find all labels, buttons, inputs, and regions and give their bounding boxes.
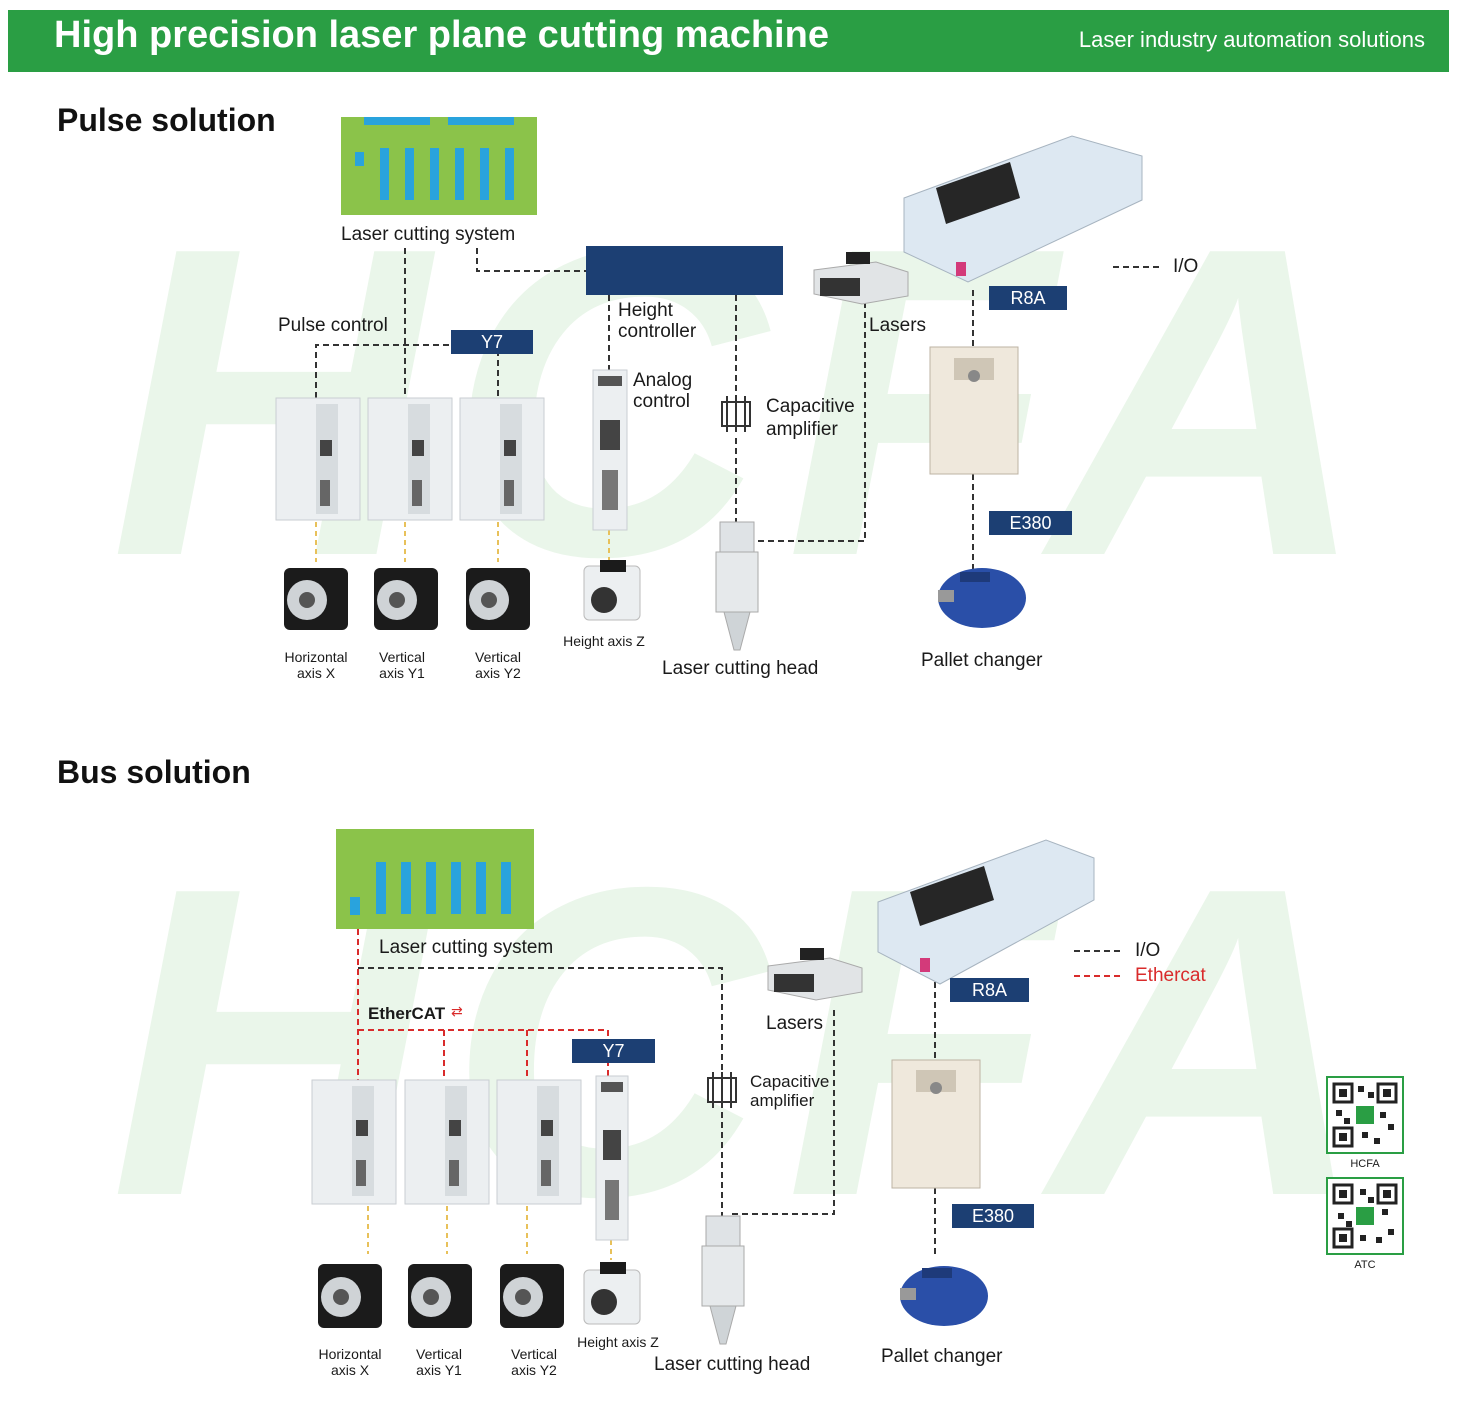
bus-motor-y2 [500,1264,564,1328]
pulse-motor-y1 [374,568,438,630]
page-subtitle: Laser industry automation solutions [1078,27,1425,52]
bus-plc-r8a [877,839,1095,985]
pulse-axis-z-label: Height axis Z [563,633,645,649]
qr-atc-label: ATC [1354,1259,1376,1271]
pulse-control-label: Pulse control [278,315,388,336]
ethercat-arrows-icon: ⇄ [451,1003,463,1019]
pulse-pallet-label: Pallet changer [921,650,1043,671]
pulse-e380-tag: E380 [989,511,1072,535]
ethercat-logo: EtherCAT [368,1004,446,1023]
pulse-laser-cutting-head [715,521,759,651]
bus-motor-z [583,1262,641,1325]
pulse-analog-control-label-2: control [633,391,691,412]
pulse-plc-r8a [903,135,1143,283]
bus-motor-y1 [408,1264,472,1328]
pulse-io-wires [315,248,1163,570]
pulse-lasers-label: Lasers [869,315,927,336]
pulse-inverter [929,346,1019,475]
bus-encoder-wires [367,1206,612,1260]
bus-servo-drive-x [311,1079,397,1205]
pulse-servo-drive-y2 [459,397,545,521]
pulse-height-drive [592,369,628,531]
bus-capacitive-label-1: Capacitive [750,1072,830,1091]
bus-r8a-tag: R8A [950,978,1029,1002]
pulse-y7-tag: Y7 [451,330,533,354]
bus-servo-drive-y2 [496,1079,582,1205]
pulse-servo-drive-x [275,397,361,521]
bus-laser-system-panel [336,829,534,929]
header-banner [8,10,1449,72]
pulse-height-controller-label-1: Height [618,300,673,321]
qr-code-atc [1326,1177,1404,1255]
bus-io-wires [358,950,1124,1256]
pulse-capacitive-amplifier [721,396,751,432]
pulse-encoder-wires [315,522,610,562]
pulse-r8a-tag: R8A [989,286,1067,310]
bus-e380-tag: E380 [952,1204,1034,1228]
pulse-io-legend: I/O [1173,256,1199,277]
page-title: High precision laser plane cutting machi… [54,14,829,56]
bus-section-title: Bus solution [57,754,251,790]
bus-capacitive-label-2: amplifier [750,1091,815,1110]
pulse-cutting-head-label: Laser cutting head [662,658,819,679]
bus-lasers-unit [767,948,863,1001]
bus-capacitive-amplifier [707,1072,737,1108]
pulse-capacitive-label-2: amplifier [766,419,838,440]
qr-hcfa-label: HCFA [1350,1158,1380,1170]
bus-servo-drive-y1 [404,1079,490,1205]
bus-cutting-head-label: Laser cutting head [654,1354,811,1375]
bus-io-legend: I/O [1135,940,1161,961]
pulse-section-title: Pulse solution [57,102,276,138]
watermark-bus: HCFA [110,797,1388,1288]
bus-laser-system-label: Laser cutting system [379,937,554,958]
bus-inverter [891,1059,981,1189]
pulse-laser-system-label: Laser cutting system [341,224,516,245]
bus-ethercat-legend: Ethercat [1135,965,1206,986]
qr-code-hcfa [1326,1076,1404,1154]
bus-axis-z-label: Height axis Z [577,1334,659,1350]
bus-height-drive [595,1075,629,1241]
bus-pallet-label: Pallet changer [881,1346,1003,1367]
bus-motor-x [318,1264,382,1328]
pulse-motor-y2 [466,568,530,630]
pulse-height-controller-box [586,246,783,295]
pulse-motor-z [583,560,641,621]
pulse-servo-drive-y1 [367,397,453,521]
bus-laser-cutting-head [701,1215,745,1345]
pulse-motor-x [284,568,348,630]
pulse-capacitive-label-1: Capacitive [766,396,855,417]
pulse-analog-control-label-1: Analog [633,370,693,391]
bus-y7-tag: Y7 [572,1039,655,1063]
pulse-lasers-unit [813,252,909,305]
pulse-pallet-motor [938,568,1026,628]
pulse-height-controller-label-2: controller [618,321,697,342]
bus-lasers-label: Lasers [766,1013,824,1034]
bus-pallet-motor [900,1266,988,1326]
pulse-laser-system-panel [341,117,537,215]
